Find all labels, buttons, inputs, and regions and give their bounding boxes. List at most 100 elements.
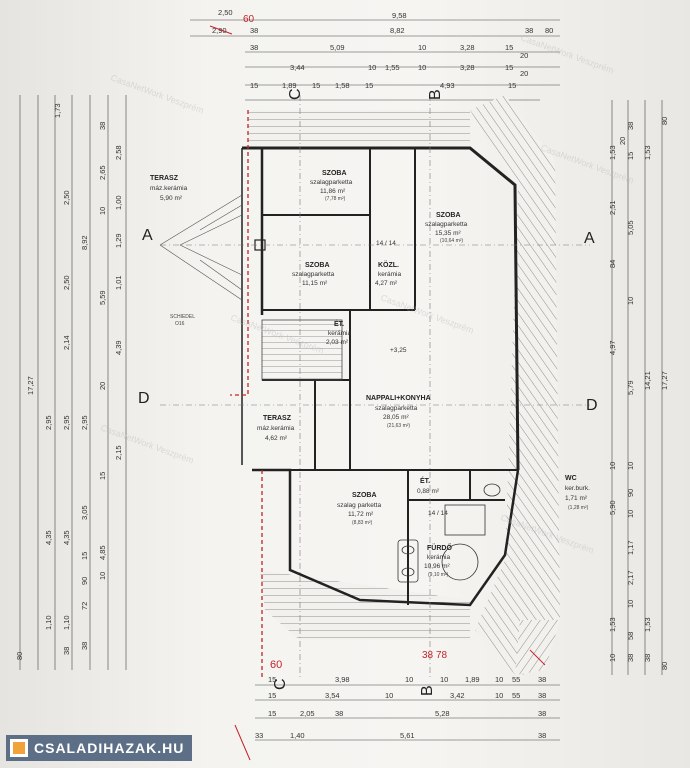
dim: 1,53 xyxy=(608,617,617,632)
watermark: CasaNetWork Veszprém xyxy=(379,292,475,335)
dim: 15 xyxy=(268,709,276,718)
room-area: 11,15 m² xyxy=(302,280,328,287)
dim: 38 xyxy=(626,654,635,662)
dim: 1,01 xyxy=(114,275,123,290)
dim: 80 xyxy=(545,26,553,35)
room-name: SZOBA xyxy=(352,492,377,499)
dim: 10 xyxy=(626,510,635,518)
section-a-right: A xyxy=(584,230,595,247)
dim: 20 xyxy=(618,137,627,145)
dim: 2,05 xyxy=(300,709,315,718)
right-dimension-lines xyxy=(611,100,663,675)
dim: 38 xyxy=(525,26,533,35)
dim: 10 xyxy=(385,691,393,700)
dim: 5,90 xyxy=(608,500,617,515)
dim: 2,58 xyxy=(114,145,123,160)
handwritten-annotations: 60 60 38 78 xyxy=(209,14,546,761)
section-b-bottom: B xyxy=(419,685,436,696)
section-c-bottom: C xyxy=(272,678,289,690)
dim: 38 xyxy=(643,654,652,662)
dim: 15 xyxy=(505,43,513,52)
dim: 3,28 xyxy=(460,63,475,72)
dim: 10 xyxy=(98,207,107,215)
room-material: szalagparketta xyxy=(425,221,468,228)
level-mark: +3,25 xyxy=(390,347,407,354)
dim: 17,27 xyxy=(660,371,669,390)
house-logo-icon xyxy=(10,739,28,757)
dim: 1,53 xyxy=(643,145,652,160)
section-b-top: B xyxy=(427,89,444,100)
dim: 84 xyxy=(608,260,617,268)
room-material: ker.burk. xyxy=(565,485,590,492)
dim: 10 xyxy=(608,654,617,662)
room-nappali: NAPPALI+KONYHA szalagparketta 28,05 m² (… xyxy=(366,395,431,429)
dim: 15 xyxy=(268,675,276,684)
room-terasz-mid: TERASZ máz.kerámia 4,62 m² xyxy=(257,415,295,442)
handwritten-strike xyxy=(234,724,251,761)
room-area-net: (7,78 m²) xyxy=(325,196,346,202)
dim: 1,10 xyxy=(62,615,71,630)
dim: 4,97 xyxy=(608,340,617,355)
dim: 10 xyxy=(405,675,413,684)
room-name: FÜRDŐ xyxy=(427,543,452,552)
dim: 58 xyxy=(626,632,635,640)
room-name: ÉT. xyxy=(334,319,344,328)
section-a-left: A xyxy=(142,227,153,244)
bottom-dimension-labels: 15 3,98 10 10 1,89 10 55 38 15 3,54 10 3… xyxy=(255,675,546,740)
dim: 38 xyxy=(538,731,546,740)
handwritten-note: 38 xyxy=(422,650,434,661)
terrace-railing xyxy=(159,194,243,301)
room-material: kerámia xyxy=(378,271,402,278)
dim: 10 xyxy=(98,572,107,580)
room-material: kerámia xyxy=(427,554,451,561)
bottom-dimension-lines xyxy=(255,684,560,741)
dim: 20 xyxy=(520,51,528,60)
dim: 20 xyxy=(98,382,107,390)
dim: 10 xyxy=(626,297,635,305)
dim: 1,55 xyxy=(385,63,400,72)
dim: 3,28 xyxy=(460,43,475,52)
dim: 10 xyxy=(495,691,503,700)
dim: 2,95 xyxy=(80,415,89,430)
dim: 14,21 xyxy=(643,371,652,390)
room-name: SZOBA xyxy=(305,262,330,269)
dim: 15 xyxy=(365,81,373,90)
dim: 1,40 xyxy=(290,731,305,740)
dim: 2,50 xyxy=(62,275,71,290)
roof-hatch-right xyxy=(470,95,560,680)
site-logo[interactable]: CSALADIHAZAK.HU xyxy=(6,735,193,761)
dim: 2,65 xyxy=(98,165,107,180)
dim: 15 xyxy=(250,81,258,90)
schiedel-size: O16 xyxy=(175,321,185,327)
dim: 38 xyxy=(335,709,343,718)
dim: 15 xyxy=(80,552,89,560)
dim: 1,00 xyxy=(114,195,123,210)
left-dimension-labels: 1,73 38 2,58 2,65 2,50 10 1,00 8,92 1,29… xyxy=(15,103,123,660)
handwritten-strike xyxy=(529,649,546,666)
dim: 4,93 xyxy=(440,81,455,90)
dim: 2,50 xyxy=(62,190,71,205)
room-wc: WC ker.burk. 1,71 m² (1,28 m²) xyxy=(565,475,590,511)
stair-count-2: 14 / 14 xyxy=(428,510,448,517)
dim: 3,42 xyxy=(450,691,465,700)
handwritten-strike xyxy=(209,25,233,35)
dim: 90 xyxy=(80,577,89,585)
dim: 1,89 xyxy=(282,81,297,90)
dim: 10 xyxy=(418,43,426,52)
dim: 1,29 xyxy=(114,233,123,248)
dim: 80 xyxy=(15,652,24,660)
room-material: kerámia xyxy=(328,330,352,337)
room-area: 15,35 m² xyxy=(435,230,461,237)
room-area: 2,03 m² xyxy=(326,339,349,346)
room-name: ÉT. xyxy=(420,476,430,485)
dim: 2,51 xyxy=(608,200,617,215)
dim: 5,09 xyxy=(330,43,345,52)
roof-hatch-corner xyxy=(515,620,560,675)
dim: 1,53 xyxy=(643,617,652,632)
room-szoba-4: SZOBA szalag parketta 11,72 m² (8,83 m²) xyxy=(337,492,381,526)
dim: 4,39 xyxy=(114,340,123,355)
dim: 90 xyxy=(626,489,635,497)
room-name: SZOBA xyxy=(436,212,461,219)
dim: 5,79 xyxy=(626,380,635,395)
